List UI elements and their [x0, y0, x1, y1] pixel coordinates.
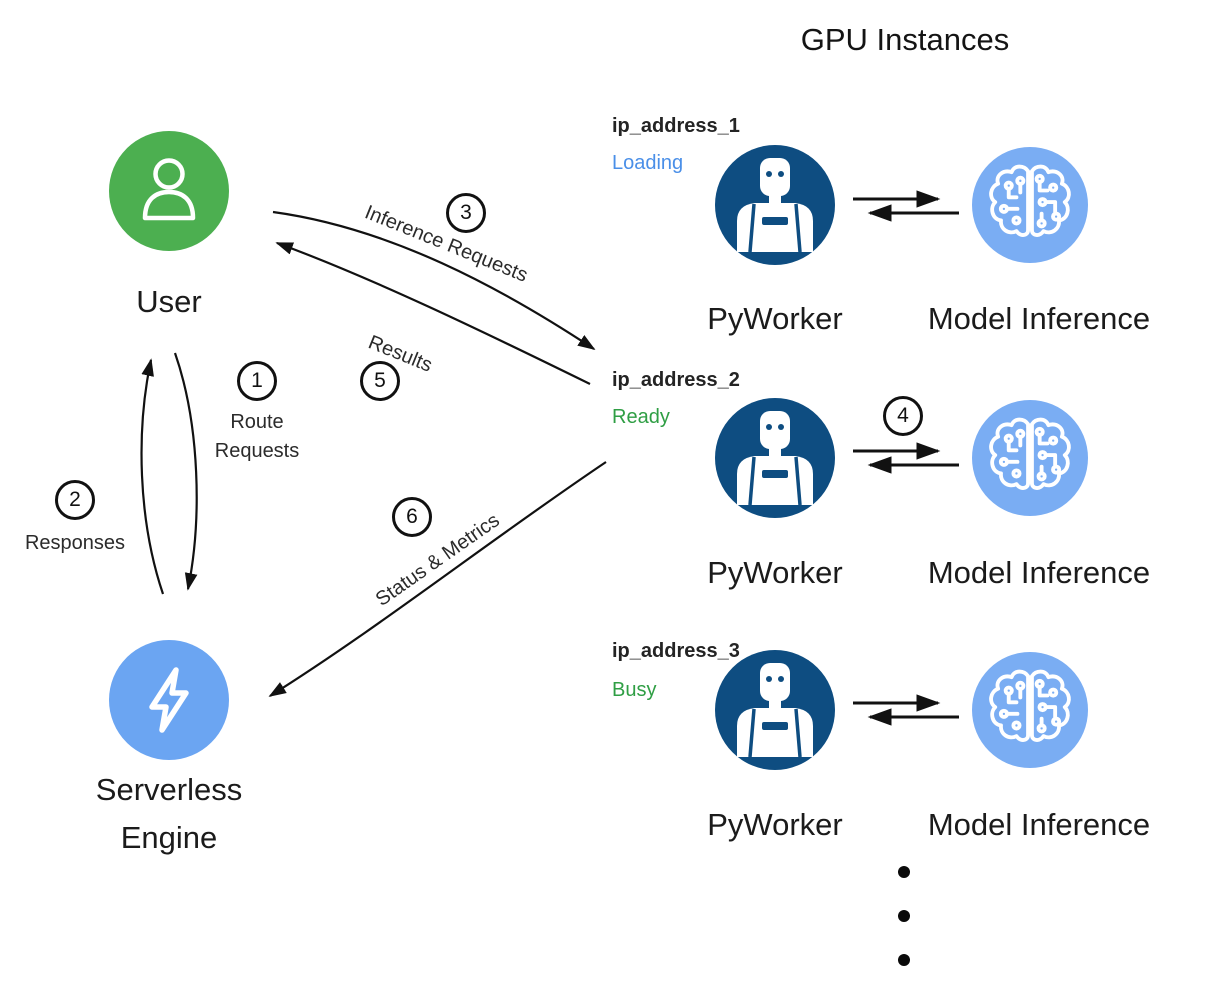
route-requests-line1: Route [230, 411, 284, 433]
step-badge-4: 4 [883, 396, 923, 436]
route-requests-arrow [173, 352, 198, 591]
instance-ip-label: ip_address_3 [612, 640, 740, 662]
more-instances-dot [898, 866, 910, 878]
model-inference-label: Model Inference [927, 555, 1151, 590]
step-badge-2: 2 [55, 480, 95, 520]
instance-status-badge: Loading [612, 152, 684, 174]
serverless-engine-label: Serverless Engine [39, 766, 299, 862]
step-badge-3: 3 [446, 193, 486, 233]
responses-arrow [140, 358, 165, 595]
serverless-label-line1: Serverless [95, 772, 243, 807]
pyworker-icon [715, 650, 835, 770]
results-label: Results [365, 331, 436, 377]
gpu-instances-title: GPU Instances [800, 22, 1010, 57]
gpu-instance-row-3: ip_address_3 Busy PyWorker Model Inferen… [600, 610, 1205, 865]
instance-status-badge: Ready [612, 406, 670, 428]
step-badge-5: 5 [360, 361, 400, 401]
model-inference-icon [972, 652, 1088, 768]
user-label: User [136, 284, 202, 319]
model-inference-label: Model Inference [927, 301, 1151, 336]
serverless-engine-icon [109, 640, 229, 760]
step-badge-1: 1 [237, 361, 277, 401]
pyworker-icon [715, 398, 835, 518]
serverless-label-line2: Engine [120, 820, 218, 856]
pyworker-label: PyWorker [707, 301, 843, 336]
model-inference-icon [972, 147, 1088, 263]
model-inference-label: Model Inference [927, 807, 1151, 842]
gpu-instance-row-1: ip_address_1 Loading PyWorker Model Infe… [600, 105, 1205, 360]
instance-ip-label: ip_address_1 [612, 115, 740, 137]
route-requests-line2: Requests [214, 440, 300, 462]
pyworker-icon [715, 145, 835, 265]
model-inference-icon [972, 400, 1088, 516]
user-icon [109, 131, 229, 251]
status-metrics-label: Status & Metrics [371, 509, 504, 611]
gpu-instance-row-2: ip_address_2 Ready PyWorker Model Infere… [600, 358, 1205, 613]
responses-label: Responses [24, 532, 126, 554]
step-badge-6: 6 [392, 497, 432, 537]
more-instances-dot [898, 954, 910, 966]
more-instances-dot [898, 910, 910, 922]
instance-ip-label: ip_address_2 [612, 369, 740, 391]
instance-status-badge: Busy [612, 679, 657, 701]
pyworker-label: PyWorker [707, 807, 843, 842]
pyworker-label: PyWorker [707, 555, 843, 590]
status-metrics-arrow [268, 461, 607, 697]
route-requests-label: Route Requests [187, 408, 327, 466]
